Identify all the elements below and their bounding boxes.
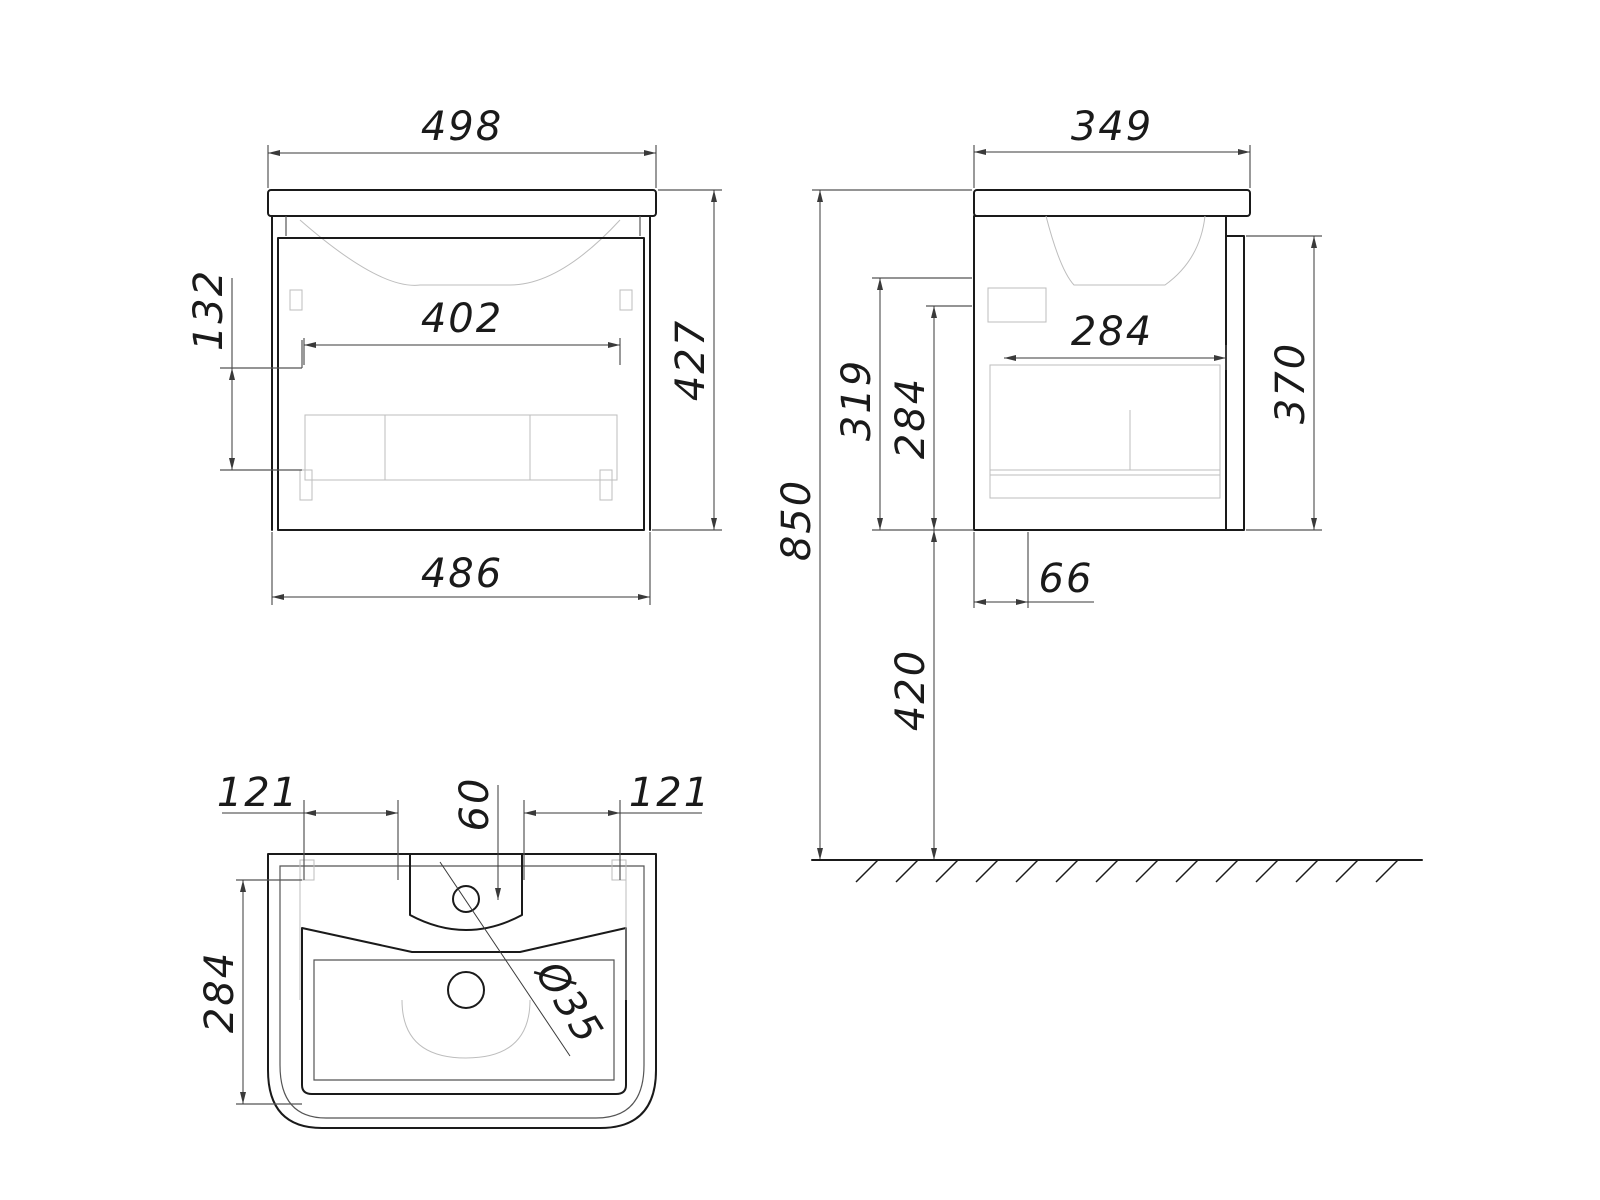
dim-diameter-35: Ø35 bbox=[525, 952, 612, 1053]
front-countertop bbox=[267, 189, 657, 217]
floor-line bbox=[811, 859, 1423, 883]
side-carcass bbox=[973, 215, 1227, 531]
dim-370: 370 bbox=[1268, 342, 1314, 424]
dim-349: 349 bbox=[1071, 104, 1153, 150]
dim-319: 319 bbox=[834, 359, 880, 441]
top-basin-outline bbox=[267, 853, 657, 1129]
dim-60: 60 bbox=[452, 777, 498, 832]
side-drawer-front bbox=[1225, 235, 1245, 531]
dim-284-horizontal: 284 bbox=[1071, 309, 1153, 355]
height-dimensions: 850 420 bbox=[774, 189, 972, 860]
dim-66: 66 bbox=[1039, 556, 1094, 602]
dim-420: 420 bbox=[888, 649, 934, 731]
dim-121-right: 121 bbox=[629, 770, 711, 816]
top-drain-hole bbox=[447, 971, 485, 1009]
dim-486: 486 bbox=[421, 551, 503, 597]
top-bowl bbox=[301, 927, 627, 1095]
top-view: 121 121 60 284 Ø35 bbox=[197, 770, 711, 1129]
dim-132: 132 bbox=[186, 269, 232, 351]
dim-427: 427 bbox=[668, 319, 714, 401]
front-drawer bbox=[277, 237, 645, 531]
dim-284-top: 284 bbox=[197, 951, 243, 1033]
side-view: 349 284 370 319 284 66 bbox=[834, 104, 1322, 608]
top-faucet-hole bbox=[452, 885, 480, 913]
dim-498: 498 bbox=[421, 104, 503, 150]
dim-284-vertical: 284 bbox=[888, 377, 934, 459]
top-faucet-deck bbox=[409, 853, 523, 931]
dim-850: 850 bbox=[774, 479, 820, 561]
dim-402: 402 bbox=[421, 296, 503, 342]
dim-121-left: 121 bbox=[217, 770, 299, 816]
side-countertop bbox=[973, 189, 1251, 217]
front-view: 498 402 486 427 132 bbox=[186, 104, 722, 605]
